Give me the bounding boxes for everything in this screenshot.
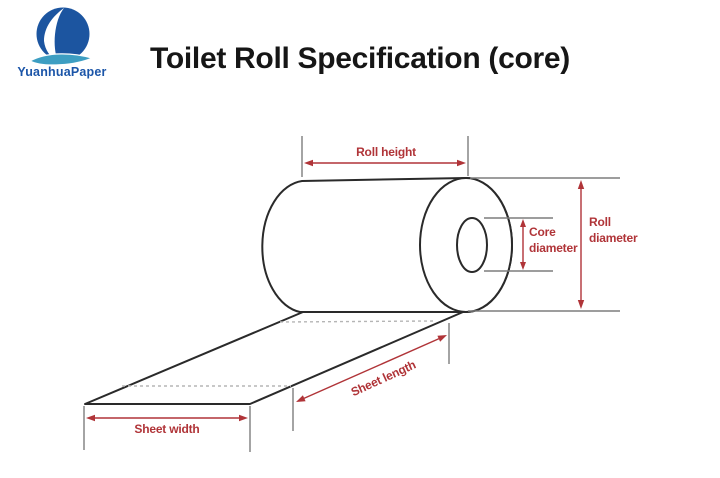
arrowhead [520,219,526,227]
arrowhead [457,159,466,167]
sheet-width-label: Sheet width [134,422,199,436]
roll-diameter-label-line2: diameter [589,231,638,245]
roll-height-label: Roll height [356,145,416,159]
arrowhead [239,414,248,422]
arrowhead [437,335,447,342]
dim-roll-diameter: Roll diameter [468,177,638,312]
arrowhead [296,395,306,402]
logo-wave-shape [28,53,94,66]
yuanhuapaper-logo-icon [28,7,94,66]
arrowhead [577,180,585,189]
core-hole [456,217,488,273]
arrowhead [577,300,585,309]
logo-sail-shape [44,8,64,62]
company-logo: YuanhuaPaper [16,5,108,79]
page-title: Toilet Roll Specification (core) [150,42,570,75]
arrowhead [520,262,526,270]
arrowhead [86,414,95,422]
company-name: YuanhuaPaper [17,65,107,79]
arrowhead [304,159,313,167]
roll-diameter-label-line1: Roll [589,215,611,229]
dim-roll-height: Roll height [301,136,469,177]
sheet-length-arrow [297,335,446,402]
core-diameter-label-line1: Core [529,225,556,239]
core-diameter-label-line2: diameter [529,241,578,255]
paper-sheet [84,311,464,405]
dim-sheet-width: Sheet width [83,406,251,452]
perforation-line [279,320,434,323]
dim-core-diameter: Core diameter [484,217,578,272]
